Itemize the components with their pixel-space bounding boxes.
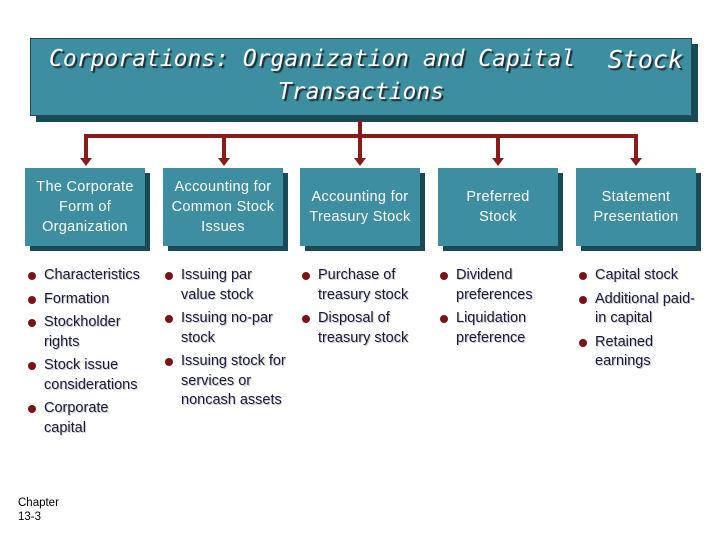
bullet-icon: [165, 315, 173, 323]
category-heading: Accounting for Common Stock Issues: [171, 179, 275, 235]
category-box-statement-presentation: Statement Presentation: [576, 168, 696, 246]
category-heading: Accounting for Treasury Stock: [309, 189, 411, 225]
list-item: Retained earnings: [579, 333, 705, 372]
connector-drop-2: [222, 134, 226, 158]
list-treasury-stock: Purchase of treasury stock Disposal of t…: [302, 266, 428, 348]
bullet-icon: [440, 272, 448, 280]
bullet-icon: [579, 338, 587, 347]
bullet-icon: [28, 319, 36, 327]
list-item: Characteristics: [28, 266, 152, 286]
list-preferred-stock: Dividend preferences Liquidation prefere…: [440, 266, 558, 348]
connector-drop-5: [634, 134, 638, 158]
bullet-icon: [302, 272, 310, 280]
list-item: Capital stock: [579, 266, 705, 286]
page-title: Corporations: Organization and Capital T…: [31, 39, 691, 109]
arrow-4: [492, 158, 504, 166]
bullet-icon: [302, 315, 310, 323]
connector-drop-1: [84, 134, 88, 158]
title-line-2: Transactions: [277, 79, 445, 105]
list-item: Dividend preferences: [440, 266, 558, 305]
list-item: Formation: [28, 290, 152, 310]
title-stock: Stock: [607, 45, 683, 74]
arrow-5: [630, 158, 642, 166]
bullet-icon: [28, 295, 36, 304]
list-common-stock: Issuing par value stock Issuing no-par s…: [165, 266, 287, 411]
bullet-icon: [579, 295, 587, 304]
category-heading: Preferred Stock: [466, 189, 530, 225]
connector-trunk: [358, 120, 362, 136]
title-box: Corporations: Organization and Capital T…: [30, 38, 692, 116]
list-item: Liquidation preference: [440, 309, 558, 348]
category-heading: Statement Presentation: [593, 189, 679, 225]
list-item: Stockholder rights: [28, 313, 152, 352]
list-item: Issuing stock for services or noncash as…: [165, 352, 287, 411]
arrow-3: [354, 158, 366, 166]
list-corporate-form: Characteristics Formation Stockholder ri…: [28, 266, 152, 438]
chapter-label: Chapter 13-3: [18, 496, 59, 524]
connector-drop-4: [496, 134, 500, 158]
bullet-icon: [165, 358, 173, 366]
list-item: Issuing no-par stock: [165, 309, 287, 348]
category-box-common-stock: Accounting for Common Stock Issues: [163, 168, 283, 246]
bullet-icon: [28, 272, 36, 280]
list-item: Corporate capital: [28, 399, 152, 438]
category-box-preferred-stock: Preferred Stock: [438, 168, 558, 246]
connector-drop-3: [358, 134, 362, 158]
category-heading: The Corporate Form of Organization: [36, 179, 134, 235]
list-item: Stock issue considerations: [28, 356, 152, 395]
chapter-line-1: Chapter: [18, 497, 59, 509]
bullet-icon: [440, 315, 448, 323]
bullet-icon: [165, 272, 173, 280]
bullet-icon: [28, 405, 36, 413]
list-item: Issuing par value stock: [165, 266, 287, 305]
arrow-1: [80, 158, 92, 166]
arrow-2: [218, 158, 230, 166]
list-item: Purchase of treasury stock: [302, 266, 428, 305]
category-box-corporate-form: The Corporate Form of Organization: [25, 168, 145, 246]
title-line-1: Corporations: Organization and Capital: [49, 46, 576, 72]
category-box-treasury-stock: Accounting for Treasury Stock: [300, 168, 420, 246]
list-statement-presentation: Capital stock Additional paid-in capital…: [579, 266, 705, 372]
bullet-icon: [579, 272, 587, 280]
bullet-icon: [28, 362, 36, 370]
list-item: Disposal of treasury stock: [302, 309, 428, 348]
chapter-line-2: 13-3: [18, 511, 42, 523]
list-item: Additional paid-in capital: [579, 290, 705, 329]
